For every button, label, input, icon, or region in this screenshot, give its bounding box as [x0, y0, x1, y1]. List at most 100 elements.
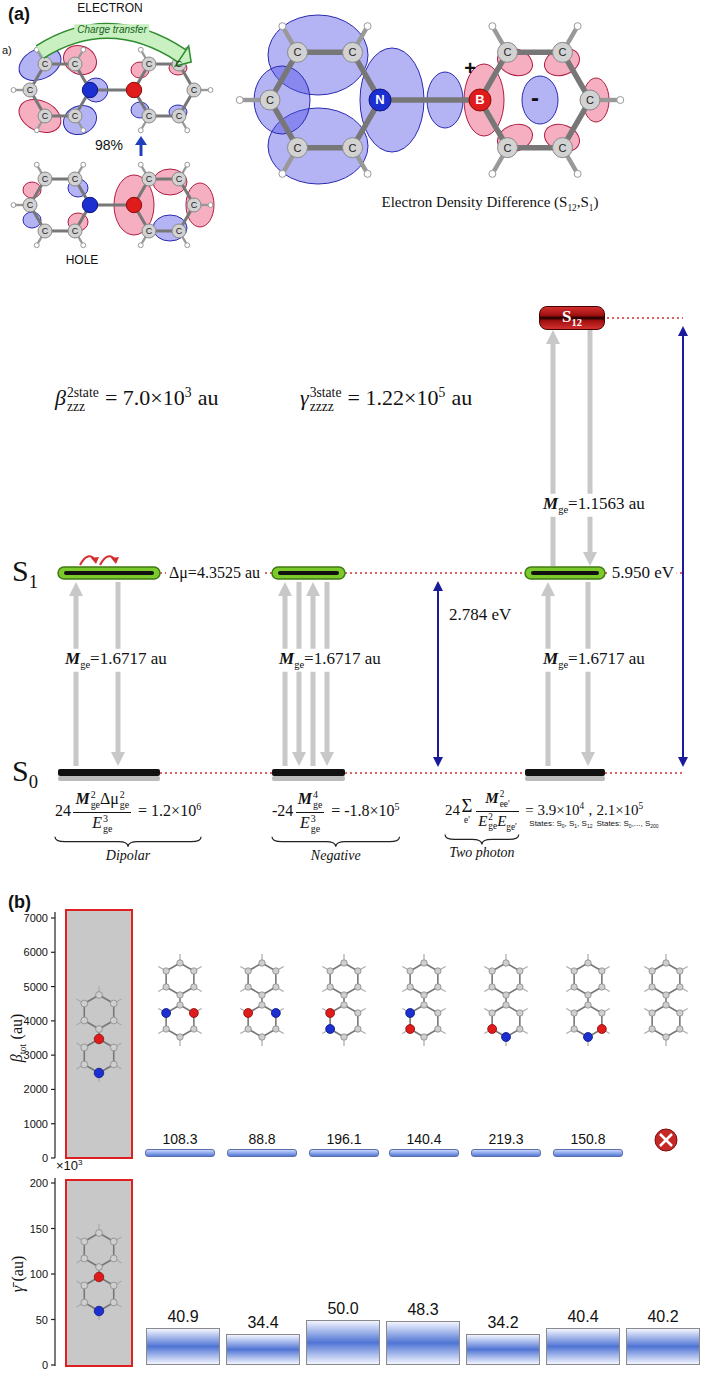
carbon-atom — [355, 968, 361, 974]
nitrogen-atom — [584, 1033, 593, 1042]
label-text: tot — [17, 1044, 28, 1054]
label-text: C — [191, 85, 198, 95]
tick-label: 200 — [30, 1177, 48, 1190]
carbon-atom — [355, 984, 361, 990]
label-text: B — [475, 92, 484, 107]
beta-bar: 219.3 — [471, 1131, 541, 1157]
level-guide — [160, 772, 272, 774]
hydrogen-atom — [574, 170, 581, 177]
carbon-atom — [649, 968, 655, 974]
label-text: C — [266, 94, 274, 106]
value-label: 196.1 — [309, 1131, 379, 1147]
numerator: M2geΔμ2ge — [73, 790, 131, 813]
atom-label: C — [349, 141, 357, 154]
formula: γ3statezzzz= 1.22×105au — [300, 385, 472, 415]
carbon-atom — [187, 198, 201, 212]
carbon-atom — [110, 1017, 117, 1024]
label-text: 2.784 eV — [449, 605, 511, 624]
label-text: + — [464, 57, 476, 79]
axis-line — [54, 912, 55, 1158]
hydrogen-atom — [208, 88, 213, 93]
label-text: C — [42, 174, 49, 184]
atom-label: C — [176, 226, 183, 236]
carbon-atom — [341, 992, 347, 998]
hydrogen-atom — [81, 162, 86, 167]
bar-fill — [146, 1328, 220, 1365]
carbon-atom — [191, 984, 197, 990]
label-text: E — [478, 813, 487, 829]
label-text: 2 — [120, 790, 129, 800]
label-text: Electron Density Difference (S — [382, 194, 568, 210]
hydrogen-atom — [185, 128, 190, 133]
boron-atom — [597, 1025, 606, 1034]
hydrogen-atom — [185, 162, 190, 167]
label-text: (a) — [8, 4, 30, 24]
transition-moment: Mge=1.6717 au — [540, 649, 648, 672]
label-text: ee' — [500, 800, 510, 810]
reference-box — [66, 1180, 132, 1366]
carbon-atom — [599, 1010, 605, 1016]
axis-tick — [51, 1089, 55, 1090]
label-text: 150 — [30, 1222, 48, 1234]
carbon-atom — [110, 1299, 117, 1306]
label-text: 2.1×10 — [596, 802, 638, 818]
bar-fill — [546, 1328, 620, 1365]
label-text: 2000 — [24, 1083, 48, 1095]
carbon-atom — [341, 1002, 347, 1008]
label-text: 5.950 eV — [612, 563, 674, 582]
hydrogen-atom — [138, 243, 143, 248]
carbon-atom — [503, 1002, 509, 1008]
ground-level — [525, 769, 605, 776]
reference-box — [66, 910, 132, 1158]
energy-label: 5.950 eV — [609, 563, 677, 583]
label-text: zzz — [67, 400, 99, 414]
label-text: = 1.2×10 — [138, 802, 196, 819]
state-bar: S12 — [539, 306, 605, 331]
carbon-atom — [81, 1282, 88, 1289]
script-stack: 2ge — [120, 790, 129, 811]
label-text: C — [176, 59, 183, 69]
bar-fill — [389, 1149, 459, 1157]
carbon-atom — [96, 992, 103, 999]
label-text: 3 — [78, 1158, 82, 1167]
label-text: C — [176, 111, 183, 121]
carbon-atom — [343, 138, 363, 158]
carbon-atom — [435, 984, 441, 990]
label-text: ge — [558, 504, 568, 515]
dipole-arrow-head — [91, 557, 99, 564]
script-stack: 4ge — [313, 790, 322, 811]
script-stack: 2ee' — [500, 790, 510, 810]
label-text: C — [27, 200, 34, 210]
carbon-atom — [172, 224, 186, 238]
hydrogen-atom — [81, 243, 86, 248]
carbon-atom — [407, 968, 413, 974]
label-text: C — [504, 141, 512, 153]
arrow-head — [292, 752, 306, 766]
label-text: C — [559, 141, 567, 153]
brace — [55, 837, 201, 847]
label-text: 1 — [574, 824, 577, 829]
boron-atom — [94, 1272, 104, 1282]
label-text: C — [349, 46, 357, 58]
carbon-atom — [81, 1061, 88, 1068]
label-text: 12 — [567, 203, 576, 213]
tick-label: 0 — [42, 1152, 48, 1165]
hydrogen-atom — [489, 23, 496, 30]
nitrogen-atom — [94, 1306, 104, 1316]
excited-level — [272, 567, 345, 579]
label-text: au — [198, 385, 219, 410]
tick-label: 0 — [42, 1359, 48, 1372]
transition-moment: Mge=1.6717 au — [62, 649, 170, 672]
label-text: 5 — [639, 801, 644, 811]
nitrogen-atom — [326, 1025, 335, 1034]
hydrogen-atom — [138, 128, 143, 133]
charge-sign: + — [464, 57, 476, 80]
carbon-atom — [245, 968, 251, 974]
label-text: 1 — [29, 571, 38, 592]
label-text: Δμ — [100, 790, 119, 807]
carbon-atom — [517, 968, 523, 974]
label-text: γ — [300, 385, 309, 410]
label-text: ,..., S — [632, 819, 651, 828]
carbon-atom — [435, 1026, 441, 1032]
